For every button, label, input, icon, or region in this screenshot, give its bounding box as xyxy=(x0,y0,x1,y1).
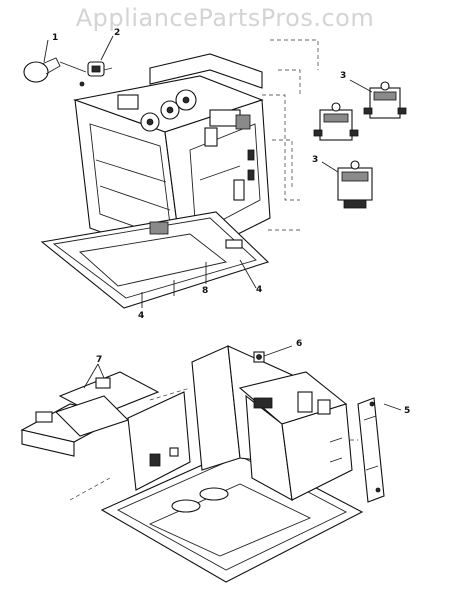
magnetron-part-middle[interactable] xyxy=(313,102,359,141)
lamp-socket-part[interactable] xyxy=(87,61,113,77)
lower-chassis-assembly xyxy=(20,345,385,583)
callout-2: 2 xyxy=(114,28,120,38)
callout-4-right: 4 xyxy=(256,285,262,295)
callout-5: 5 xyxy=(404,406,410,416)
callout-1: 1 xyxy=(52,33,58,43)
air-filter-part[interactable] xyxy=(20,371,160,457)
magnetron-part-upper[interactable] xyxy=(363,81,407,119)
base-tray-part[interactable] xyxy=(40,211,270,309)
light-bulb-part[interactable] xyxy=(23,57,87,83)
magnetron-part-lower[interactable] xyxy=(337,160,373,209)
watermark: AppliancePartsPros.com xyxy=(75,4,375,32)
callout-3-lower: 3 xyxy=(312,155,318,165)
callout-8: 8 xyxy=(202,286,208,296)
side-vent-panel-part[interactable] xyxy=(357,397,385,503)
callout-4-bottom: 4 xyxy=(138,311,144,321)
thermal-sensor-part[interactable] xyxy=(253,351,265,363)
chassis-body xyxy=(100,345,364,583)
callout-7: 7 xyxy=(96,355,102,365)
callout-3-upper: 3 xyxy=(340,71,346,81)
callout-6: 6 xyxy=(296,339,302,349)
upper-cavity-assembly xyxy=(23,35,407,309)
